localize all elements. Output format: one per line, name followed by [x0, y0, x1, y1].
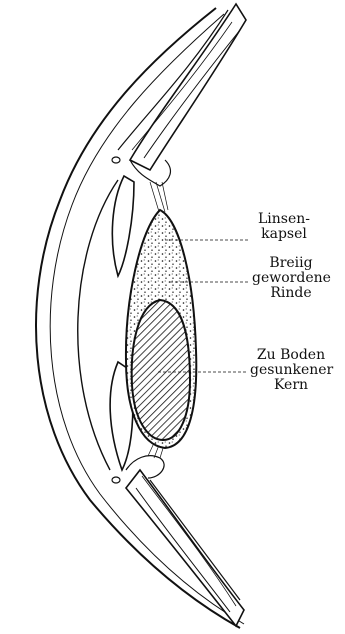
lens-nucleus	[132, 300, 190, 440]
sclera-lower	[126, 456, 244, 626]
label-nucleus-line2: gesunkener	[250, 363, 332, 378]
canal-lower	[112, 477, 120, 483]
label-capsule-line1: Linsen-	[252, 212, 316, 227]
label-capsule-line2: kapsel	[252, 227, 316, 242]
sclera-upper	[118, 4, 246, 186]
label-cortex: Breiig gewordene Rinde	[252, 256, 330, 301]
label-cortex-line2: gewordene	[252, 271, 330, 286]
label-capsule: Linsen- kapsel	[252, 212, 316, 242]
canal-upper	[112, 157, 120, 163]
label-nucleus: Zu Boden gesunkener Kern	[250, 348, 332, 393]
label-cortex-line1: Breiig	[252, 256, 330, 271]
label-nucleus-line3: Kern	[250, 378, 332, 393]
iris-upper	[112, 176, 134, 276]
label-nucleus-line1: Zu Boden	[250, 348, 332, 363]
label-cortex-line3: Rinde	[252, 286, 330, 301]
